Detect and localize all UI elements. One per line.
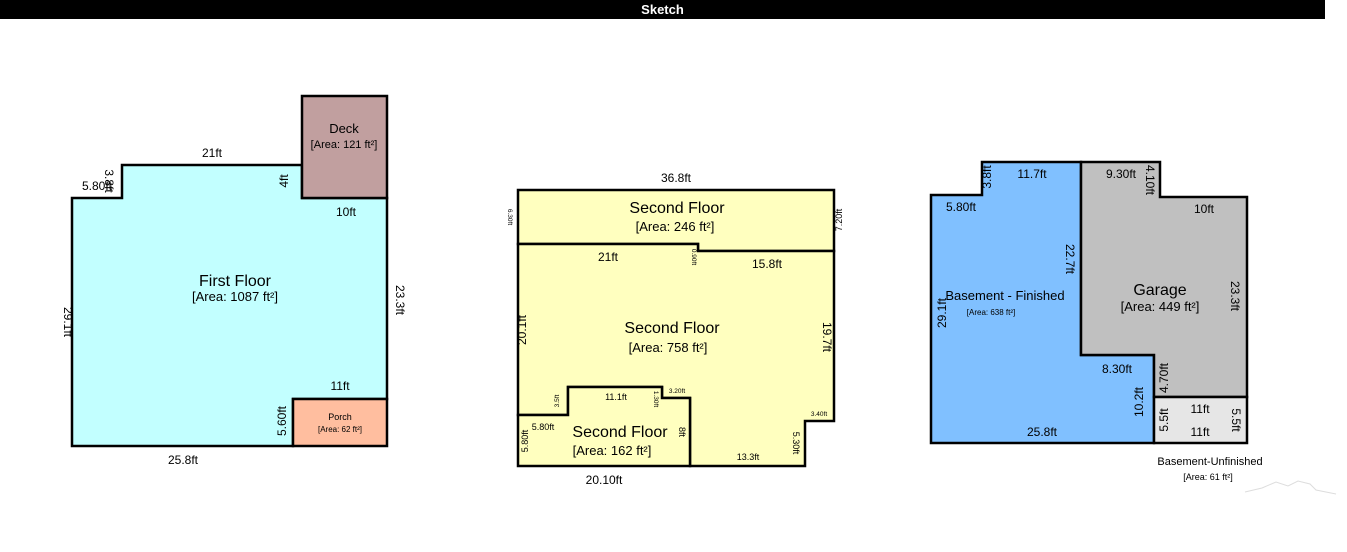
basement-unfinished-label: Basement-Unfinished xyxy=(1157,456,1262,468)
dim-ff-porch-left: 5.60ft xyxy=(275,405,289,436)
label-leader-line xyxy=(1244,480,1337,495)
dim-ff-deck-left: 4ft xyxy=(277,174,291,188)
dim-bu-bottom: 11ft xyxy=(1190,425,1210,439)
dim-g-top-right: 10ft xyxy=(1194,202,1215,216)
dim-sf-mid-right: 15.8ft xyxy=(752,257,783,271)
deck-label: Deck xyxy=(329,121,359,136)
dim-sf-small-notch-h: 3.20ft xyxy=(669,388,685,395)
dim-sf-right-top: 7.20ft xyxy=(834,208,844,231)
dim-bf-left-top: 5.80ft xyxy=(946,200,977,214)
dim-bf-divider: 22.7ft xyxy=(1063,244,1077,275)
dim-ff-step-v: 3.8ft xyxy=(102,169,116,193)
dim-ff-deck-bottom: 10ft xyxy=(336,205,357,219)
basement-finished-label: Basement - Finished xyxy=(945,288,1064,303)
second-floor-main-area: [Area: 758 ft²] xyxy=(629,340,708,355)
dim-ff-bottom: 25.8ft xyxy=(168,453,199,467)
first-floor-label: First Floor xyxy=(199,273,272,290)
porch-area: [Area: 62 ft²] xyxy=(318,425,362,434)
deck-room[interactable] xyxy=(300,94,389,200)
dim-ff-step-h: 5.80ft xyxy=(82,179,113,193)
second-floor-top-area: [Area: 246 ft²] xyxy=(636,219,715,234)
second-floor-main-label: Second Floor xyxy=(624,320,720,337)
first-floor-group: First Floor [Area: 1087 ft²] Deck [Area:… xyxy=(61,94,407,467)
dim-g-step-v: 4.10ft xyxy=(1143,165,1157,196)
dim-sf-notch-step: 3.40ft xyxy=(811,411,827,418)
dim-bu-left: 5.5ft xyxy=(1157,408,1171,432)
garage-label: Garage xyxy=(1133,282,1186,299)
deck-area: [Area: 121 ft²] xyxy=(311,139,378,151)
dim-sf-small-left-h: 5.80ft xyxy=(532,422,555,432)
second-floor-group: Second Floor [Area: 246 ft²] Second Floo… xyxy=(506,171,844,487)
dim-bf-right-low: 10.2ft xyxy=(1132,386,1146,417)
dim-ff-right: 23.3ft xyxy=(393,285,407,316)
second-floor-small-area: [Area: 162 ft²] xyxy=(573,443,652,458)
second-floor-small-label: Second Floor xyxy=(572,424,668,441)
dim-sf-mid-notch: 0.90ft xyxy=(690,249,697,265)
porch-label: Porch xyxy=(328,412,352,422)
dim-bf-step-v: 3.8ft xyxy=(980,165,994,189)
sketch-title-bar: Sketch xyxy=(0,0,1325,19)
second-floor-small-room[interactable] xyxy=(516,385,692,468)
dim-sf-small-left: 5.80ft xyxy=(520,429,530,452)
dim-sf-mid-left: 21ft xyxy=(598,250,619,264)
dim-bu-top: 11ft xyxy=(1190,402,1210,416)
dim-sf-left: 20.1ft xyxy=(515,314,529,345)
basement-garage-group: Basement - Finished [Area: 638 ft²] Gara… xyxy=(929,160,1337,495)
garage-area: [Area: 449 ft²] xyxy=(1121,299,1200,314)
dim-sf-small-bottom: 20.10ft xyxy=(586,473,623,487)
dim-bf-left: 29.1ft xyxy=(935,297,949,328)
dim-sf-small-top: 11.1ft xyxy=(605,392,627,402)
dim-sf-right: 19.7ft xyxy=(820,322,834,353)
dim-sf-bottom-right: 13.3ft xyxy=(737,452,760,462)
dim-g-right: 23.3ft xyxy=(1228,281,1242,312)
basement-unfinished-area: [Area: 61 ft²] xyxy=(1183,472,1233,482)
dim-ff-porch-top: 11ft xyxy=(330,379,350,393)
dim-sf-notch-v: 5.30ft xyxy=(791,432,801,455)
basement-unfinished-room[interactable] xyxy=(1152,395,1249,445)
dim-bf-top: 11.7ft xyxy=(1017,167,1047,181)
dim-sf-left-top: 6.30ft xyxy=(506,209,513,225)
dim-sf-small-right: 8ft xyxy=(677,427,687,438)
dim-g-bottom-left: 4.70ft xyxy=(1157,362,1171,393)
dim-bf-step-h: 8.30ft xyxy=(1102,362,1133,376)
porch-room[interactable] xyxy=(291,397,389,448)
first-floor-area: [Area: 1087 ft²] xyxy=(192,289,278,304)
dim-sf-small-step: 3.5ft xyxy=(554,394,561,407)
dim-ff-left: 29.1ft xyxy=(61,307,75,338)
dim-bu-right: 5.5ft xyxy=(1229,408,1243,432)
dim-sf-top: 36.8ft xyxy=(661,171,692,185)
basement-finished-area: [Area: 638 ft²] xyxy=(967,308,1015,317)
dim-g-top: 9.30ft xyxy=(1106,167,1137,181)
dim-sf-small-notch-v: 1.30ft xyxy=(652,391,659,407)
dim-bf-bottom: 25.8ft xyxy=(1027,425,1058,439)
dim-ff-top: 21ft xyxy=(202,146,223,160)
second-floor-top-label: Second Floor xyxy=(629,200,725,217)
